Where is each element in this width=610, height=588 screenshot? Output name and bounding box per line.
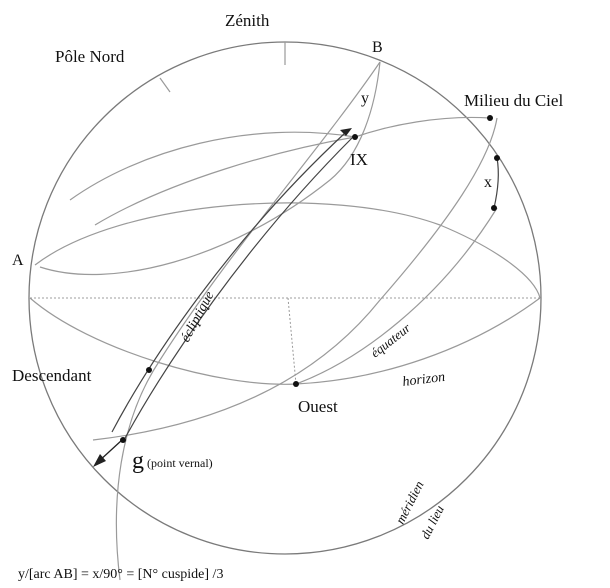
arc-a-b: [39, 61, 381, 276]
g-label: g: [132, 448, 144, 474]
equator-back-arc: [34, 202, 541, 299]
ouest-label: Ouest: [298, 397, 338, 416]
ecliptic-line-1: [111, 132, 346, 433]
milieu-du-ciel-label: Milieu du Ciel: [464, 91, 563, 110]
x-top-point: [494, 155, 500, 161]
celestial-sphere-outline: [28, 41, 542, 555]
ix-label: IX: [350, 150, 368, 169]
milieu-du-ciel-point: [487, 115, 493, 121]
zenith-label: Zénith: [225, 11, 270, 30]
y-label: y: [361, 90, 369, 107]
pole-nord-tick: [159, 77, 171, 93]
meridien-label: méridien: [392, 478, 426, 526]
upper-arc-2: [94, 136, 356, 226]
ix-point: [352, 134, 358, 140]
ouest-point: [293, 381, 299, 387]
upper-arc-1: [69, 131, 356, 201]
point-vernal-label: (point vernal): [147, 456, 213, 470]
ix-arrow-head: [340, 128, 352, 136]
pole-nord-label: Pôle Nord: [55, 47, 125, 66]
horizon-arc: [29, 297, 541, 385]
meridian-arc: [92, 117, 498, 441]
a-label: A: [12, 252, 24, 269]
descendant-label: Descendant: [12, 366, 92, 385]
equateur-label: équateur: [368, 320, 414, 361]
descendant-point: [146, 367, 152, 373]
x-label: x: [484, 174, 492, 191]
vernal-point: [120, 437, 126, 443]
vernal-arrow-head: [93, 454, 106, 467]
x-bottom-point: [491, 205, 497, 211]
horizon-label: horizon: [402, 370, 446, 390]
formula-text: y/[arc AB] = x/90° = [N° cuspide] /3: [18, 567, 223, 582]
upper-arc-3: [354, 116, 491, 138]
du-lieu-label: du lieu: [417, 502, 447, 541]
ecliptic-line-2: [123, 137, 353, 441]
equator-front-arc: [295, 207, 498, 385]
meridian-du-lieu-arc: [115, 61, 381, 581]
x-segment: [493, 157, 499, 209]
ouest-center-line: [287, 297, 297, 385]
b-label: B: [372, 39, 383, 56]
